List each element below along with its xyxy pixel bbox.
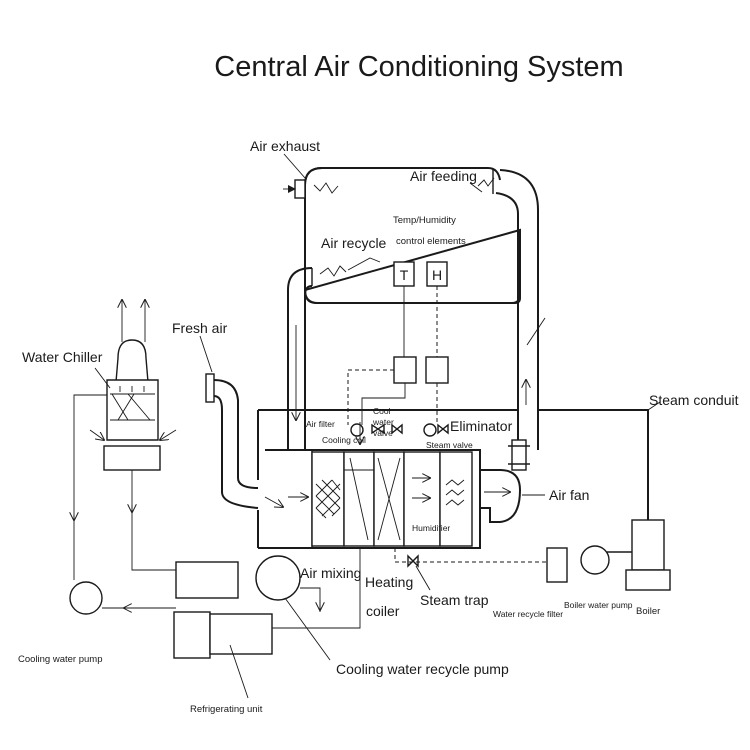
label-temp-humidity-line1: Temp/Humidity	[393, 215, 456, 226]
label-water-recycle-filter: Water recycle filter	[493, 609, 563, 619]
boiler-water-pump	[580, 545, 610, 575]
supply-duct-outer	[499, 169, 539, 450]
cooling-coil-lines	[344, 457, 374, 541]
label-air-exhaust: Air exhaust	[250, 138, 320, 154]
label-air-feeding: Air feeding	[410, 168, 477, 184]
chiller-basin	[103, 445, 161, 471]
supply-flange	[508, 445, 530, 465]
label-temp-humidity-line2: control elements	[396, 236, 466, 247]
label-air-recycle: Air recycle	[321, 235, 387, 251]
label-cool-water-valve-3: valve	[373, 428, 393, 438]
temp-controller	[393, 356, 417, 384]
return-duct-outer	[287, 267, 313, 450]
temperature-sensor-symbol: T	[400, 267, 409, 283]
chiller-inlet-arrow-left	[89, 429, 104, 440]
label-heating-line2: coiler	[366, 603, 400, 619]
label-humidifier: Humidifier	[412, 523, 450, 533]
chiller-supply-pipe	[131, 470, 176, 571]
fresh-air-duct-inner	[213, 395, 259, 509]
label-cooling-water-recycle-pump: Cooling water recycle pump	[336, 661, 509, 677]
label-air-mixing: Air mixing	[300, 565, 361, 581]
compressor	[173, 611, 211, 659]
humidity-controller	[425, 356, 449, 384]
steam-trap	[407, 554, 419, 568]
label-cooling-water-pump: Cooling water pump	[18, 654, 103, 665]
recycle-flow-symbol	[319, 265, 347, 277]
label-cool-water-valve-2: water	[372, 417, 394, 427]
water-recycle-filter	[546, 547, 568, 583]
cooling-water-recycle-pump	[255, 555, 301, 601]
cooling-water-pump	[69, 581, 103, 615]
label-steam-conduit: Steam conduit	[649, 392, 739, 408]
fresh-air-entry-arrow	[264, 496, 283, 507]
exhaust-vent	[294, 179, 306, 199]
chiller-fill	[110, 393, 155, 421]
chiller-leader	[94, 367, 111, 389]
boiler-tank	[631, 519, 665, 571]
chiller-return-pipe	[73, 394, 107, 580]
controller-signal-line-2	[361, 383, 406, 425]
exhaust-flow-symbol	[313, 182, 339, 194]
fresh-air-inlet	[205, 373, 215, 403]
eliminator	[439, 451, 473, 547]
chiller-sprays	[119, 386, 145, 392]
evaporator	[209, 613, 273, 655]
air-filter-mesh	[315, 479, 341, 519]
supply-connector	[511, 439, 527, 471]
label-refrigerating-unit: Refrigerating unit	[190, 704, 263, 715]
fresh-air-duct-outer	[213, 379, 259, 489]
label-air-filter: Air filter	[306, 419, 335, 429]
label-steam-valve: Steam valve	[426, 440, 473, 450]
feed-leader	[469, 182, 483, 193]
steam-trap-leader	[415, 565, 431, 591]
condenser	[175, 561, 239, 599]
exhaust-leader	[283, 153, 306, 179]
fresh-air-leader	[199, 335, 213, 373]
label-water-chiller: Water Chiller	[22, 349, 103, 365]
chiller-fan-hood	[115, 339, 149, 383]
label-steam-trap: Steam trap	[420, 592, 489, 608]
label-air-fan: Air fan	[549, 487, 589, 503]
label-eliminator: Eliminator	[450, 418, 513, 434]
heating-coil-cross	[377, 457, 401, 541]
label-boiler-water-pump: Boiler water pump	[564, 600, 633, 610]
controller-signal-line-1	[347, 369, 394, 425]
duct-leader	[526, 317, 546, 346]
eliminator-baffles	[445, 479, 465, 506]
chiller-tower	[106, 379, 159, 441]
chilled-water-supply-pipe	[272, 548, 361, 629]
boiler-base	[625, 569, 671, 591]
steam-valve	[423, 423, 449, 437]
chiller-inlet-arrow-right	[160, 429, 177, 440]
air-fan-housing	[480, 469, 522, 523]
steam-conduit-leader	[647, 401, 661, 411]
label-boiler: Boiler	[636, 606, 660, 617]
recycle-leader	[347, 257, 381, 271]
label-cooling-coil: Cooling coil	[322, 435, 366, 445]
recycle-pump-outlet	[300, 587, 321, 612]
condensate-return-line	[394, 548, 547, 563]
humidity-sensor-symbol: H	[432, 267, 442, 283]
label-fresh-air: Fresh air	[172, 320, 228, 336]
diagram-title: Central Air Conditioning System	[214, 51, 623, 83]
ahu-casing	[265, 449, 481, 549]
feed-flow-symbol	[477, 177, 495, 187]
supply-duct-inner	[495, 192, 519, 450]
label-heating-line1: Heating	[365, 574, 413, 590]
return-duct-inner	[304, 285, 313, 450]
recycle-pump-leader	[284, 597, 331, 661]
refrigerating-unit-leader	[229, 644, 249, 699]
